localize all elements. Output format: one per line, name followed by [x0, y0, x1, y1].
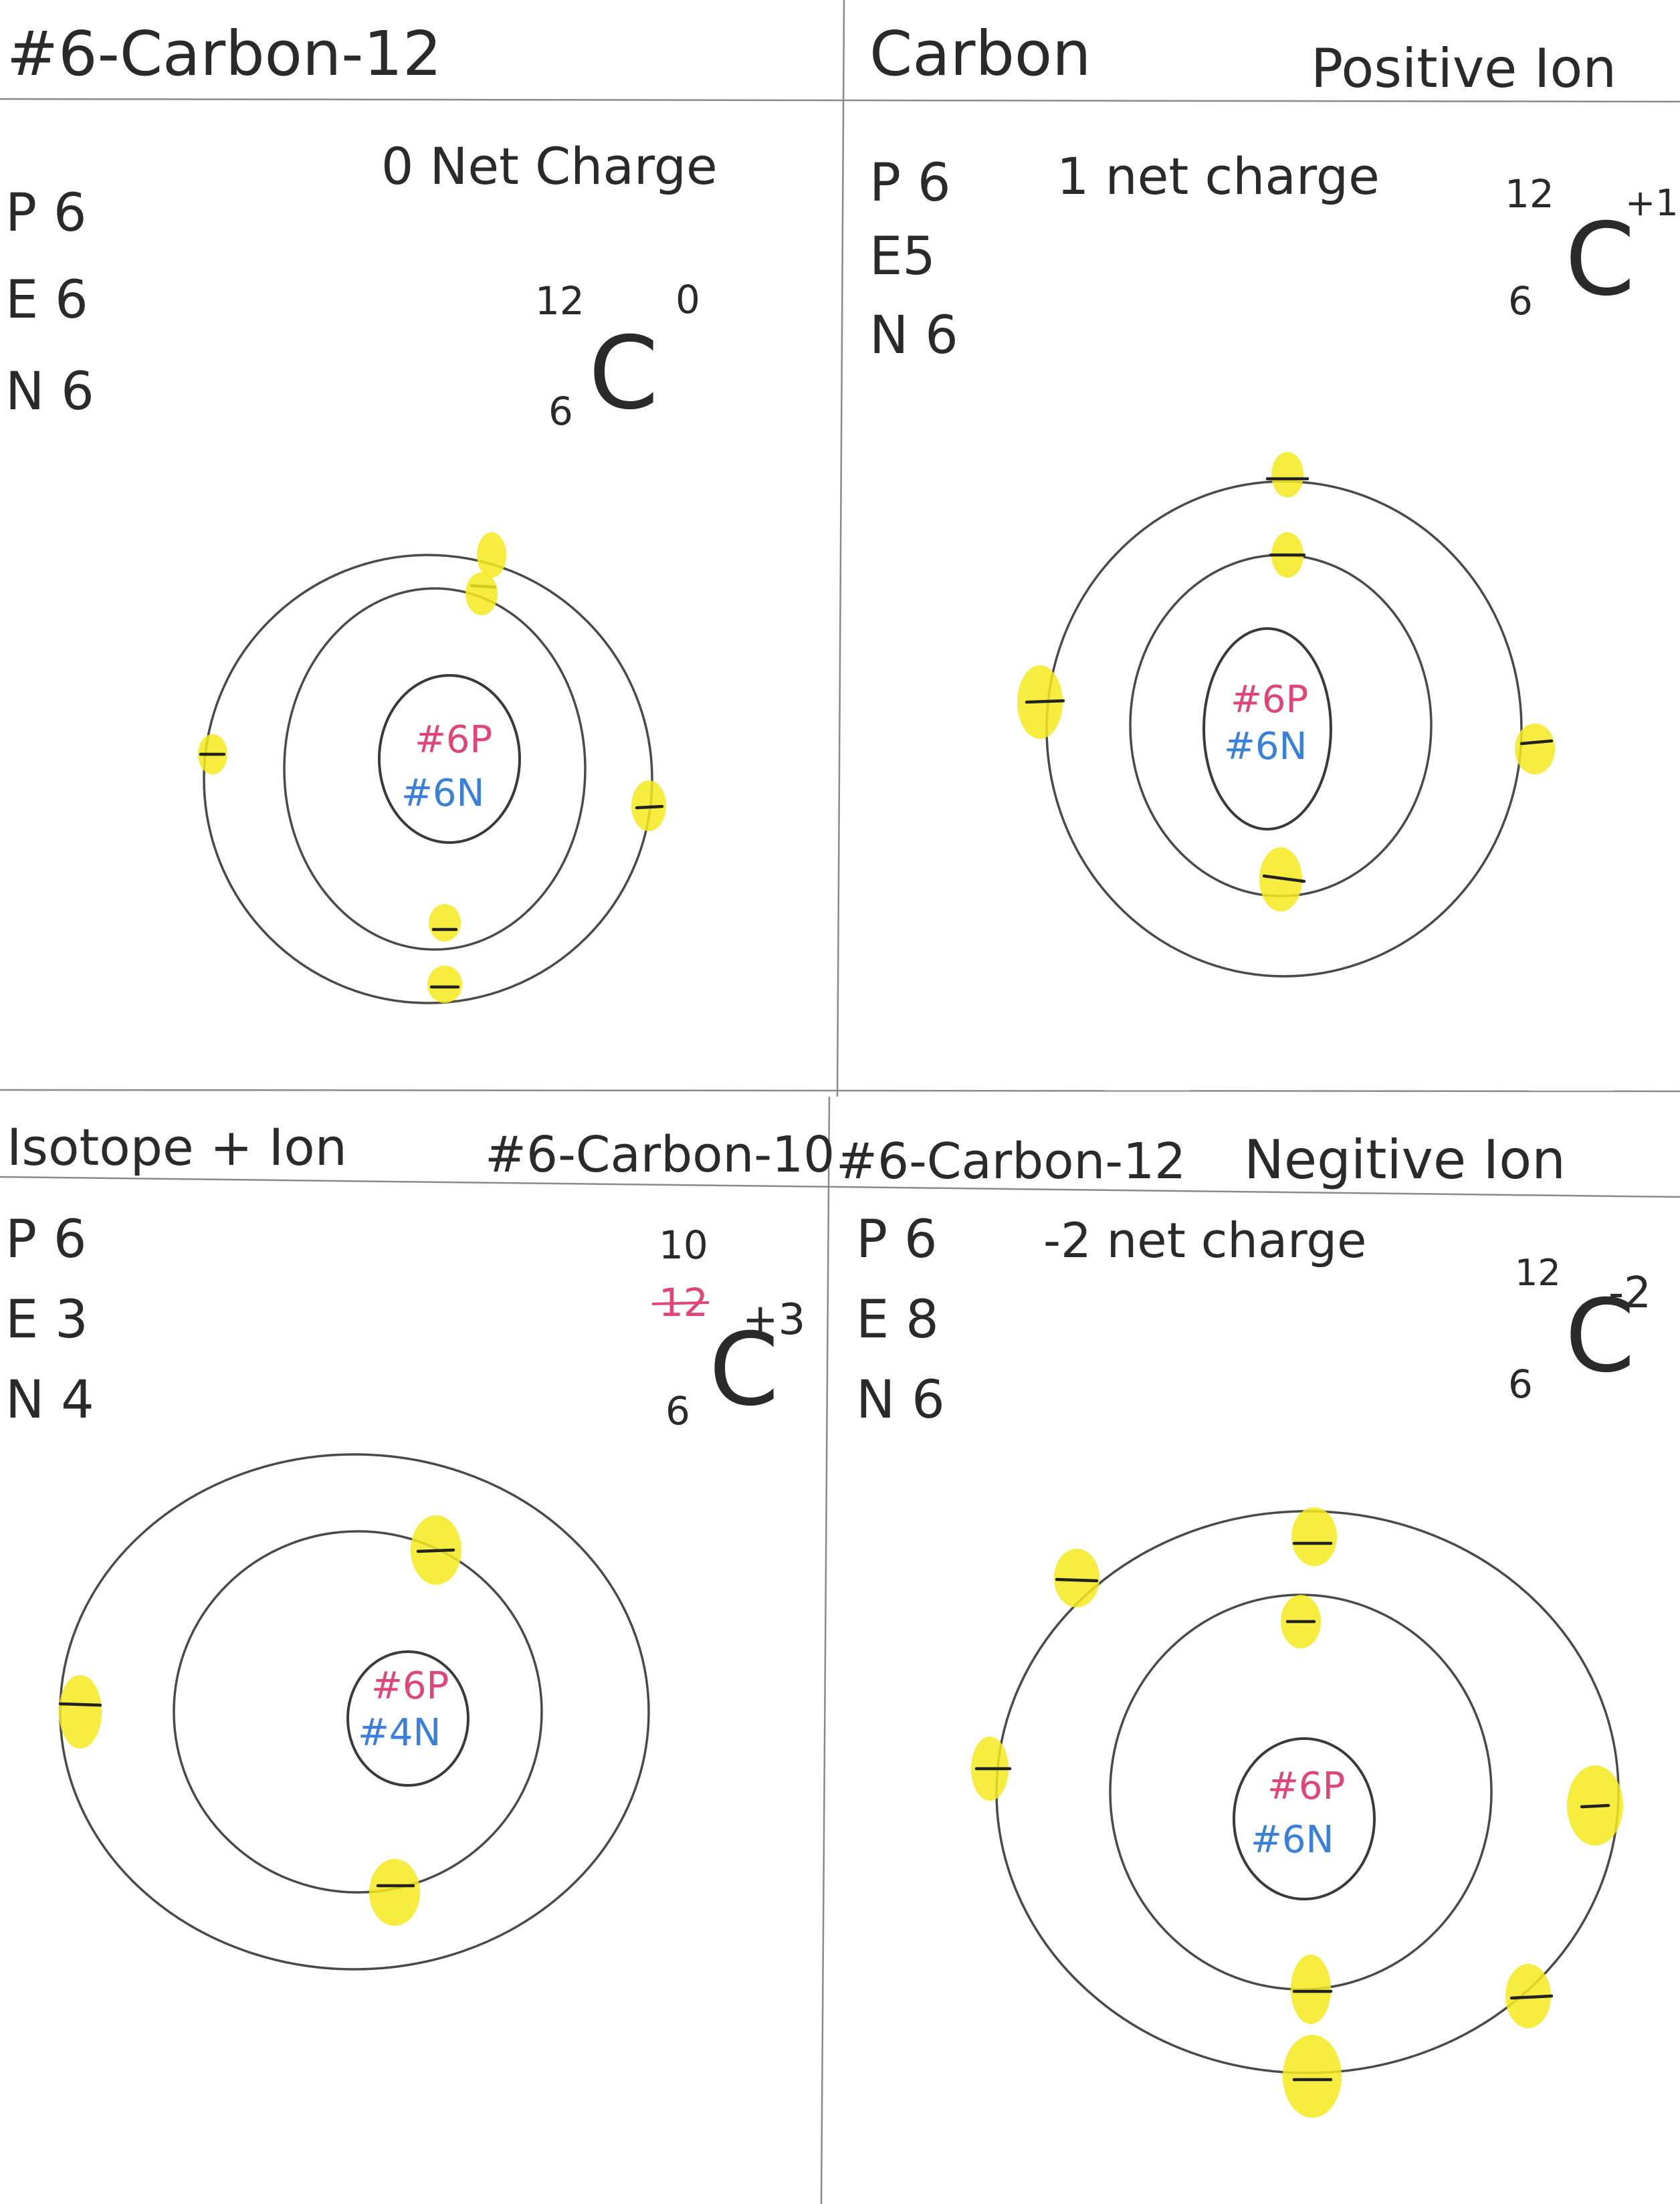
atomic-number: 6	[665, 1388, 690, 1434]
isotope-notation: 12 6 C -2	[1508, 1252, 1651, 1407]
electron	[369, 1859, 420, 1926]
electron	[411, 1515, 461, 1585]
top-heading-rule	[0, 98, 1680, 103]
electron	[1017, 665, 1065, 739]
ion-charge: -2	[1608, 1269, 1651, 1318]
isotope-notation: 10 12 6 C +3	[651, 1222, 805, 1434]
electron	[1283, 2035, 1342, 2118]
proton-count: P 6	[5, 1210, 86, 1270]
electron-count: E 3	[5, 1290, 88, 1350]
isotope-notation: 12 6 C 0	[535, 277, 700, 434]
neutron-count: N 6	[856, 1370, 945, 1430]
bohr-model: #6P #6N	[198, 532, 666, 1004]
neutron-count: N 6	[5, 362, 94, 422]
electron	[1505, 1964, 1554, 2028]
nucleus	[346, 1650, 469, 1787]
electron	[465, 572, 498, 615]
element-symbol: C	[589, 316, 659, 432]
lower-heading-rule	[0, 1176, 1680, 1198]
nucleus-protons: #6P	[1267, 1765, 1345, 1808]
bohr-model: #6P #6N	[1017, 452, 1555, 978]
isotope-notation: 12 6 C +1	[1505, 171, 1679, 324]
electron	[1567, 1765, 1623, 1846]
middle-rule	[0, 1089, 1680, 1093]
panel-bottom-left: Isotope + Ion #6-Carbon-10 P 6 E 3 N 4 1…	[5, 1117, 835, 1971]
atomic-number: 6	[1508, 1361, 1533, 1407]
panel-title-right: #6-Carbon-10	[485, 1126, 835, 1184]
nucleus-protons: #6P	[371, 1664, 449, 1708]
atomic-number: 6	[548, 389, 573, 434]
panel-top-right: Carbon Positive Ion 1 net charge P 6 E5 …	[869, 18, 1679, 978]
nucleus-protons: #6P	[415, 718, 492, 762]
nucleus-neutrons: #4N	[358, 1711, 441, 1755]
electron	[1515, 724, 1555, 774]
electron	[429, 904, 461, 942]
electron	[1281, 1595, 1321, 1648]
charge-text: -2 net charge	[1043, 1212, 1366, 1269]
mass-number: 12	[1515, 1252, 1561, 1294]
electron	[1054, 1549, 1099, 1608]
proton-count: P 6	[5, 183, 86, 243]
electron-count: E5	[869, 227, 936, 287]
electron	[1269, 532, 1306, 578]
proton-count: P 6	[869, 153, 950, 213]
inner-orbit	[173, 1530, 543, 1894]
electron	[1259, 847, 1306, 911]
panel-top-left: #6-Carbon-12 0 Net Charge P 6 E 6 N 6 12…	[5, 18, 718, 1004]
nucleus	[1202, 627, 1332, 831]
electron-count: E 6	[5, 270, 88, 330]
electron	[971, 1737, 1012, 1801]
nucleus-neutrons: #6N	[1251, 1818, 1334, 1862]
panel-title: Carbon	[869, 18, 1091, 90]
panel-bottom-right: #6-Carbon-12 Negitive Ion -2 net charge …	[836, 1129, 1651, 2118]
electron	[198, 734, 227, 774]
nucleus-neutrons: #6N	[1224, 725, 1307, 768]
charge-text: 0 Net Charge	[381, 136, 718, 196]
inner-orbit	[283, 587, 587, 951]
mass-number: 10	[659, 1222, 708, 1268]
bohr-model: #6P #6N	[971, 1507, 1623, 2118]
electron-count: E 8	[856, 1290, 939, 1350]
electron	[1291, 1507, 1337, 1566]
panel-title: #6-Carbon-12	[836, 1133, 1186, 1190]
element-symbol: C	[709, 1312, 779, 1428]
ion-charge: 0	[675, 277, 700, 322]
nucleus-neutrons: #6N	[401, 772, 484, 815]
bohr-model: #6P #4N	[58, 1453, 650, 1971]
element-symbol: C	[1565, 202, 1635, 318]
electron	[1291, 1955, 1333, 2024]
nucleus	[1233, 1737, 1376, 1900]
mass-number: 12	[1505, 171, 1554, 217]
nucleus	[378, 674, 521, 844]
mass-number: 12	[535, 278, 585, 324]
ion-charge: +3	[742, 1295, 805, 1345]
electron	[427, 966, 462, 1003]
electron	[631, 780, 666, 831]
proton-count: P 6	[856, 1210, 937, 1270]
electron	[58, 1675, 102, 1749]
neutron-count: N 4	[5, 1370, 94, 1430]
panel-title-right: Positive Ion	[1311, 37, 1616, 100]
element-symbol: C	[1565, 1279, 1635, 1395]
nucleus-protons: #6P	[1231, 678, 1308, 722]
panel-title: Isotope + Ion	[7, 1117, 347, 1177]
atomic-number: 6	[1508, 278, 1533, 324]
electron	[1265, 452, 1309, 498]
ion-charge: +1	[1625, 182, 1679, 224]
charge-text: 1 net charge	[1057, 146, 1380, 206]
outer-orbit	[203, 554, 653, 1004]
strike-line	[651, 1301, 710, 1305]
panel-title-right: Negitive Ion	[1244, 1129, 1566, 1191]
panel-title: #6-Carbon-12	[7, 18, 442, 90]
vertical-divider-top	[836, 0, 845, 1097]
neutron-count: N 6	[869, 306, 958, 366]
vertical-divider-bottom	[820, 1096, 831, 2204]
